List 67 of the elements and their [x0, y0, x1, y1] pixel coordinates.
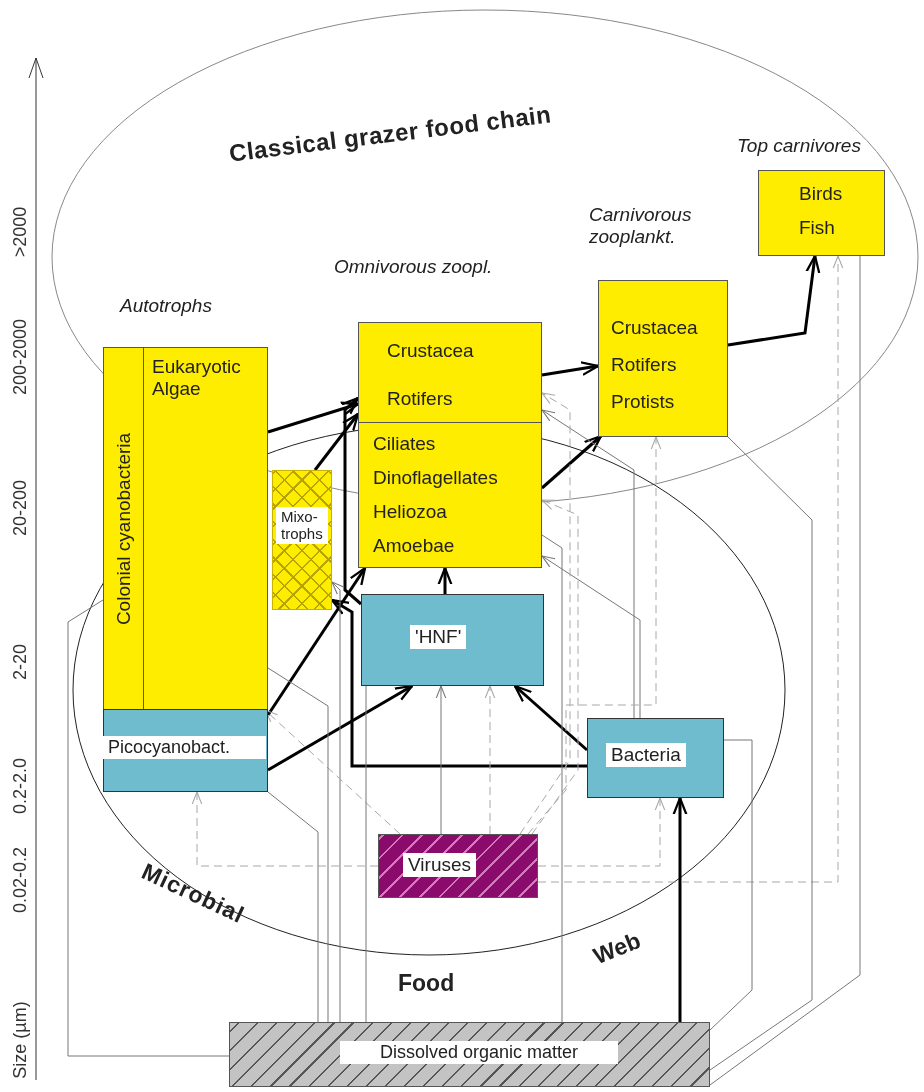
arrow	[340, 396, 362, 606]
arrow	[727, 254, 821, 347]
arrow	[519, 392, 571, 835]
taxon-box	[358, 322, 542, 423]
connector-line	[709, 739, 753, 1031]
connector-line	[267, 667, 329, 1023]
box-label: Picocyanobact.	[103, 736, 266, 759]
taxon-label: Ciliates Dinoflagellates Heliozoa Amoebae	[373, 432, 498, 558]
arrow	[537, 797, 666, 867]
arrow	[330, 598, 587, 768]
group-heading: Omnivorous zoopl.	[334, 256, 493, 278]
box-label: Mixo- trophs	[276, 507, 328, 544]
arrow	[266, 566, 367, 716]
taxon-label: Crustacea Rotifers Protists	[611, 316, 698, 414]
arrow	[331, 581, 345, 1023]
group-heading: Top carnivores	[737, 135, 861, 157]
arrow	[541, 409, 635, 719]
axis-label: 0.02-0.2	[9, 846, 31, 914]
box-label: Bacteria	[606, 743, 686, 767]
taxon-box	[272, 470, 332, 610]
connector-line	[709, 436, 813, 1071]
arrow	[191, 791, 379, 867]
arrow	[435, 685, 447, 835]
taxon-box	[587, 718, 724, 798]
box-label: 'HNF'	[410, 625, 467, 649]
taxon-box	[103, 347, 144, 710]
connector-line	[541, 534, 563, 1023]
group-heading: Autotrophs	[120, 295, 212, 317]
taxon-label: Crustacea Rotifers	[387, 339, 474, 411]
arrow	[527, 436, 662, 835]
arrow	[437, 566, 453, 594]
region-title: Web	[589, 926, 645, 971]
axis-label: 2-20	[9, 644, 31, 680]
taxon-label: Birds Fish	[799, 182, 843, 240]
arrow	[537, 255, 844, 883]
connector-line	[67, 599, 230, 1057]
connector-line	[267, 791, 319, 1023]
axis-label: 20-200	[9, 479, 31, 537]
arrow	[484, 685, 496, 835]
axis-label: 200-2000	[9, 318, 31, 396]
arrow	[267, 684, 414, 772]
taxon-box	[143, 347, 268, 710]
box-label: Viruses	[403, 853, 476, 877]
box-label: Dissolved organic matter	[340, 1041, 619, 1064]
region-title: Classical grazer food chain	[227, 100, 553, 168]
group-heading: Carnivorous zooplankt.	[589, 204, 692, 248]
axis-label: Size (µm)	[9, 1001, 31, 1079]
taxon-box	[103, 709, 268, 792]
arrow	[541, 361, 600, 377]
taxon-label: Eukaryotic Algae	[152, 356, 241, 400]
virus-box	[378, 834, 538, 898]
arrow	[267, 401, 360, 434]
taxon-box	[361, 594, 544, 686]
arrow	[531, 499, 579, 835]
arrow	[513, 684, 588, 752]
axis-label: 0.2-2.0	[9, 758, 31, 814]
arrow	[672, 796, 688, 1022]
region-title: Food	[398, 970, 455, 997]
taxon-label: Colonial cyanobacteria	[112, 432, 135, 625]
pool-box	[229, 1022, 710, 1087]
arrow	[541, 555, 641, 719]
arrow	[313, 412, 360, 471]
axis-label: >2000	[9, 206, 31, 258]
arrow	[541, 434, 603, 490]
connector-line	[709, 255, 861, 1086]
taxon-box	[358, 422, 542, 568]
connector-line	[365, 685, 367, 1023]
